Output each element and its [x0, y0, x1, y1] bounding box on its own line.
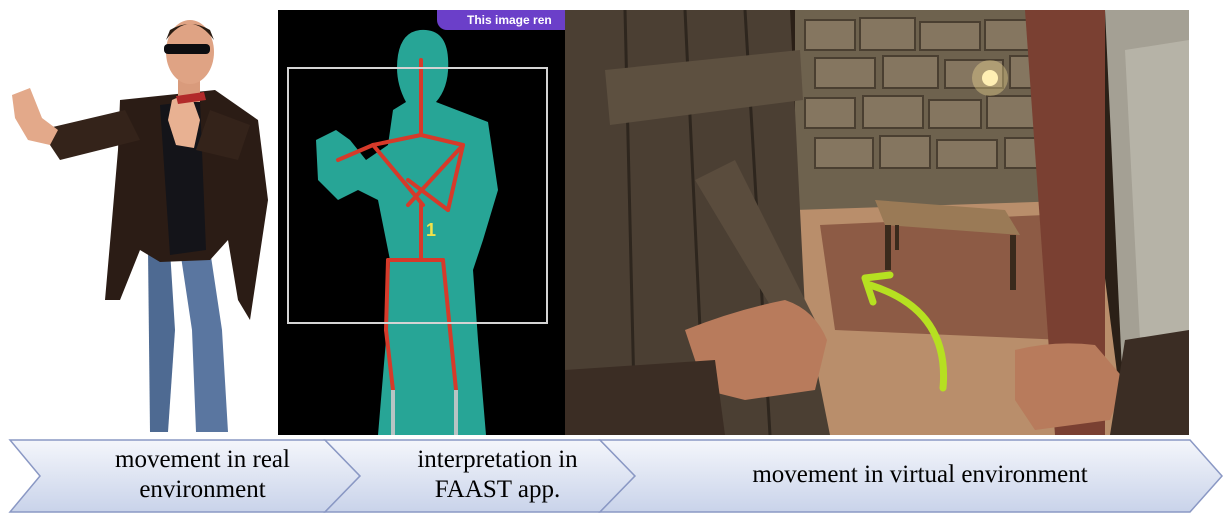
person-illustration	[0, 0, 278, 435]
step-virtual-movement: movement in virtual environment	[640, 460, 1200, 490]
virtual-environment-view	[565, 10, 1189, 435]
notice-banner: This image ren	[437, 10, 565, 30]
tracked-user-id: 1	[426, 220, 436, 241]
step-faast-interpretation: interpretation in FAAST app.	[370, 445, 625, 505]
real-environment-photo	[0, 0, 278, 435]
faast-depth-view: 1	[278, 10, 565, 435]
depth-silhouette	[278, 10, 565, 435]
game-scene	[565, 10, 1189, 435]
sunglasses-icon	[164, 44, 210, 54]
step-real-movement: movement in real environment	[55, 445, 350, 505]
